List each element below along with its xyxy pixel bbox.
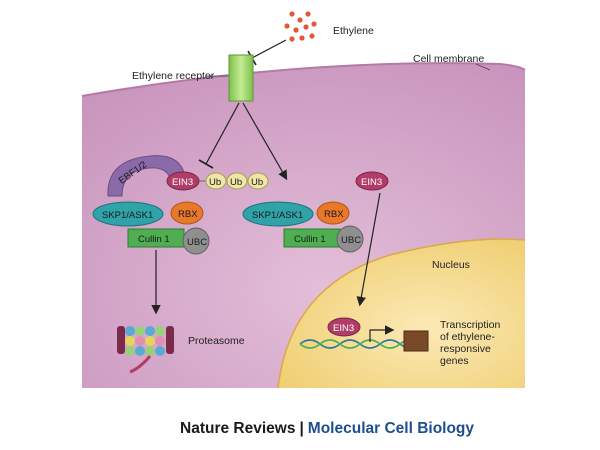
nucleus-envelope: [277, 238, 526, 389]
ub-2-label: Ub: [230, 177, 242, 188]
ein3-to-nucleus-arrow: [356, 192, 381, 307]
membrane-pointer: [475, 63, 491, 71]
ein3-free: [355, 171, 389, 191]
ein3-nuclear-label: EIN3: [333, 323, 354, 334]
rbx-left: [170, 201, 204, 225]
ethylene-inhibition-line: [251, 39, 287, 59]
proteasome: [117, 326, 174, 374]
skp1-ask1-left-label: SKP1/ASK1: [102, 210, 153, 221]
rbx-right: [316, 201, 350, 225]
ein3-free-label: EIN3: [361, 177, 382, 188]
skp1-ask1-right: [242, 201, 314, 227]
ub-1: [205, 172, 227, 190]
rbx-right-label: RBX: [324, 209, 344, 220]
cell-membrane-line: [81, 62, 526, 97]
transcription-label-line-4: genes: [440, 355, 469, 367]
transcription-label-line-2: of ethylene-: [440, 331, 495, 343]
proteasome-label: Proteasome: [188, 335, 245, 347]
ub-1-label: Ub: [209, 177, 221, 188]
nucleus: [278, 239, 525, 388]
ubc-right: [336, 225, 364, 253]
ein3-bound-label: EIN3: [172, 177, 193, 188]
receptor-inhibition-bar: [198, 159, 214, 169]
transcription-label-line-3: responsive: [440, 343, 491, 355]
cell-membrane-label: Cell membrane: [413, 53, 484, 65]
ethylene-label: Ethylene: [333, 25, 374, 37]
ubc-left-label: UBC: [187, 237, 207, 248]
ubc-left: [182, 227, 210, 255]
credit-separator: |: [299, 420, 304, 437]
transcription-label: Transcription of ethylene- responsive ge…: [440, 319, 503, 367]
journal-name: Nature Reviews: [180, 420, 296, 437]
rbx-left-label: RBX: [178, 209, 198, 220]
journal-credit: Nature Reviews|Molecular Cell Biology: [180, 420, 474, 438]
cullin1-left-label: Cullin 1: [138, 234, 170, 245]
transcription-start-arrow: [369, 325, 395, 342]
dna-helix: [299, 339, 421, 349]
ub-2: [226, 172, 248, 190]
cullin1-right-label: Cullin 1: [294, 234, 326, 245]
skp1-ask1-left: [92, 201, 164, 227]
receptor-inhibition-line: [205, 102, 240, 165]
ub-3: [247, 172, 269, 190]
ub-3-label: Ub: [251, 177, 263, 188]
skp1-ask1-right-label: SKP1/ASK1: [252, 210, 303, 221]
ein3-nuclear: [327, 317, 361, 337]
ethylene-receptor-label: Ethylene receptor: [132, 70, 215, 82]
nucleus-label: Nucleus: [432, 259, 470, 271]
responsive-gene-block: [403, 330, 429, 352]
receptor-activation-arrow: [242, 102, 288, 181]
ubc-right-label: UBC: [341, 235, 361, 246]
transcription-label-line-1: Transcription: [440, 319, 500, 331]
journal-subject: Molecular Cell Biology: [307, 420, 475, 437]
ethylene-molecules: [284, 11, 317, 42]
ethylene-receptor: [228, 54, 254, 102]
